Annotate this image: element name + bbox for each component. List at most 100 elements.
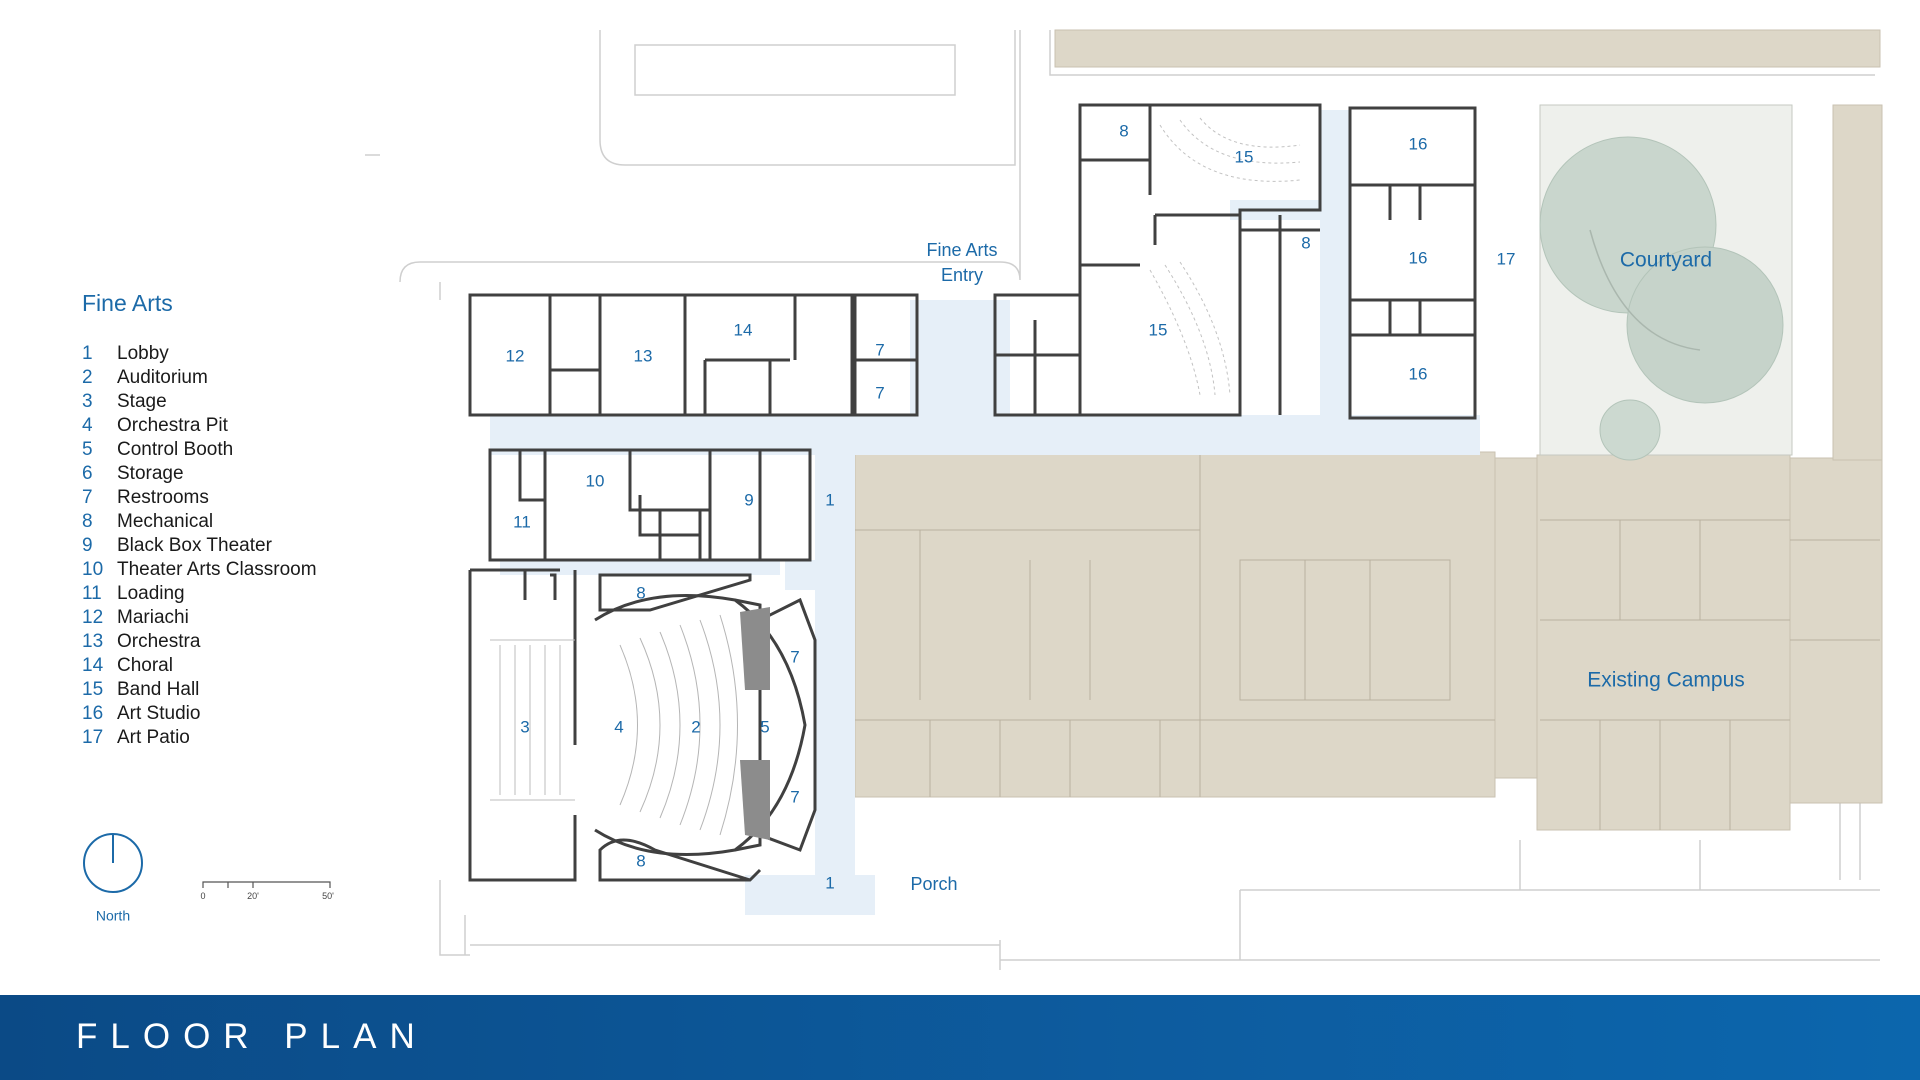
legend-item: 7 Restrooms (82, 486, 317, 510)
legend-item: 8 Mechanical (82, 510, 317, 534)
legend-item-label: Orchestra (117, 631, 201, 652)
north-label: North (96, 908, 130, 924)
legend-item-number: 11 (82, 583, 102, 604)
legend-item-label: Loading (117, 583, 185, 604)
legend-item-label: Mariachi (117, 607, 189, 628)
room-number: 12 (506, 346, 525, 365)
legend-item: 3 Stage (82, 390, 317, 414)
room-number: 8 (1301, 233, 1310, 252)
legend-item-number: 15 (82, 679, 104, 700)
legend-item-label: Band Hall (117, 679, 200, 700)
fine-arts-walls (468, 103, 1477, 882)
legend-item-number: 14 (82, 655, 104, 676)
legend-item-label: Art Studio (117, 703, 201, 724)
room-number: 9 (744, 490, 753, 509)
legend-item: 15 Band Hall (82, 678, 317, 702)
room-number: 7 (875, 340, 884, 359)
room-number: 16 (1409, 364, 1428, 383)
legend-item-label: Storage (117, 463, 184, 484)
legend-item-number: 8 (82, 511, 93, 532)
legend-item: 1 Lobby (82, 342, 317, 366)
legend-item-label: Mechanical (117, 511, 214, 532)
legend-item-label: Black Box Theater (117, 535, 272, 556)
legend-item: 6 Storage (82, 462, 317, 486)
legend-item-number: 16 (82, 703, 104, 724)
stage-lines (490, 639, 575, 801)
auditorium-boxes (740, 607, 770, 840)
room-number: 11 (513, 512, 531, 531)
room-number: 1 (825, 873, 834, 892)
room-number: 14 (734, 320, 753, 339)
room-number: 8 (636, 851, 645, 870)
fine-arts-entry-label: Fine Arts (926, 240, 997, 260)
legend-item-label: Choral (117, 655, 173, 676)
room-number: 5 (760, 717, 769, 736)
legend-item: 17 Art Patio (82, 726, 317, 750)
legend-item: 10 Theater Arts Classroom (82, 558, 317, 582)
legend-item-label: Theater Arts Classroom (117, 559, 317, 580)
legend-item: 16 Art Studio (82, 702, 317, 726)
band-hall-risers (1149, 117, 1301, 396)
room-numbers: 12 13 14 7 7 8 15 8 15 16 16 17 16 10 9 … (506, 121, 1516, 892)
legend-item-label: Control Booth (117, 439, 234, 460)
room-number: 16 (1409, 248, 1428, 267)
legend-item-label: Lobby (117, 343, 169, 364)
existing-campus-label: Existing Campus (1587, 669, 1745, 692)
legend-item-number: 5 (82, 439, 93, 460)
legend-item: 5 Control Booth (82, 438, 317, 462)
scale-tick-50: 50' (322, 891, 334, 901)
room-number: 8 (636, 583, 645, 602)
legend-title: Fine Arts (82, 290, 173, 316)
room-number: 4 (614, 717, 623, 736)
room-number: 7 (790, 647, 799, 666)
legend-item: 4 Orchestra Pit (82, 414, 317, 438)
area-labels: Fine Arts Entry Courtyard Existing Campu… (910, 240, 1744, 894)
existing-campus-partitions (855, 455, 1880, 830)
room-number: 7 (790, 787, 799, 806)
legend-item-number: 3 (82, 391, 93, 412)
scale-tick-0: 0 (200, 891, 205, 901)
site-lines (365, 30, 1880, 970)
room-number: 17 (1497, 249, 1516, 268)
footer-title: FLOOR PLAN (76, 1017, 428, 1056)
legend-item: 14 Choral (82, 654, 317, 678)
legend-item-label: Restrooms (117, 487, 209, 508)
legend-item-label: Stage (117, 391, 167, 412)
room-number: 10 (586, 471, 605, 490)
legend-item-number: 17 (82, 727, 104, 748)
fine-arts-entry-label-2: Entry (941, 265, 983, 285)
room-number: 15 (1235, 147, 1254, 166)
legend-item-number: 4 (82, 415, 93, 436)
legend-item-label: Auditorium (117, 367, 208, 388)
courtyard-label: Courtyard (1620, 249, 1712, 272)
room-number: 2 (691, 717, 700, 736)
room-number: 1 (825, 490, 834, 509)
legend-item: 13 Orchestra (82, 630, 317, 654)
scale-tick-20: 20' (247, 891, 259, 901)
courtyard (1539, 104, 1793, 461)
legend-item-number: 13 (82, 631, 104, 652)
room-number: 15 (1149, 320, 1168, 339)
room-number: 16 (1409, 134, 1428, 153)
footer-banner: FLOOR PLAN (0, 995, 1920, 1080)
existing-campus-blocks (854, 29, 1883, 831)
legend-item: 9 Black Box Theater (82, 534, 317, 558)
legend-item: 12 Mariachi (82, 606, 317, 630)
legend-item-number: 10 (82, 559, 104, 580)
legend-item-number: 9 (82, 535, 93, 556)
legend-item-number: 6 (82, 463, 93, 484)
scale-bar: 0 20' 50' (200, 881, 334, 901)
room-number: 3 (520, 717, 529, 736)
legend-item-number: 1 (82, 343, 93, 364)
room-number: 13 (634, 346, 653, 365)
legend-item-number: 7 (82, 487, 93, 508)
north-arrow: North (83, 833, 143, 924)
porch-label: Porch (910, 874, 957, 894)
legend-item-label: Orchestra Pit (117, 415, 228, 436)
legend-item-number: 12 (82, 607, 104, 628)
room-number: 7 (875, 383, 884, 402)
legend-item-label: Art Patio (117, 727, 190, 748)
auditorium-seating (619, 614, 738, 836)
